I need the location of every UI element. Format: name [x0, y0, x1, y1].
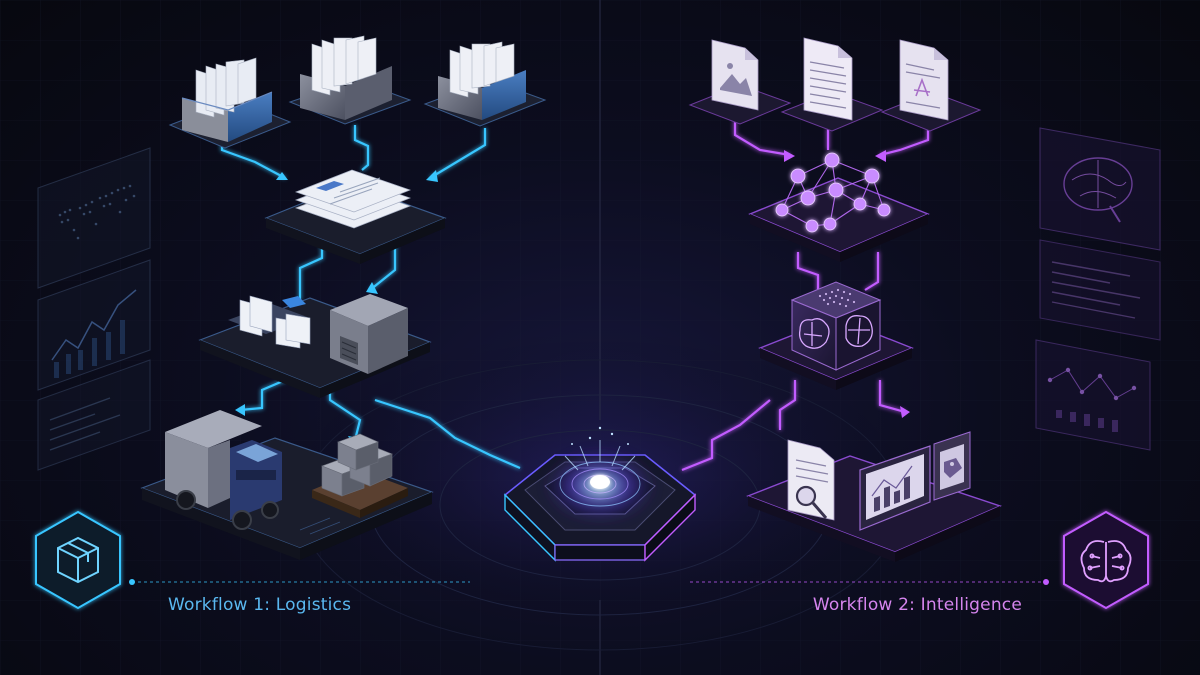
image-document-node [688, 39, 792, 125]
connector-docs-to-storage [369, 242, 397, 291]
connector-cube-to-analysis [778, 380, 797, 430]
data-list-panel [37, 359, 151, 471]
brain-circuit-icon [798, 315, 873, 349]
connector-to-hub-right [681, 399, 771, 472]
brain-scan-panel [1039, 127, 1161, 251]
code-text-panel [1039, 239, 1161, 341]
workflow-logistics-label: Workflow 1: Logistics [168, 595, 352, 615]
central-hub [503, 426, 697, 562]
connector-docs-to-sorting [298, 242, 324, 300]
connector-to-hub-left [374, 398, 521, 470]
logistics-hex-badge [35, 510, 121, 610]
folder-cabinet-2 [288, 35, 412, 125]
logistics-label-rule [129, 579, 470, 585]
analysis-dashboard-node [746, 431, 1002, 562]
connector-doc3-to-network [879, 128, 930, 157]
connector-folder2-to-docs [353, 125, 370, 171]
text-document-node [780, 37, 884, 132]
workflow-intelligence-label: Workflow 2: Intelligence [812, 595, 1022, 615]
package-icon [57, 536, 99, 584]
sorting-storage-node [198, 294, 432, 398]
tag-card [933, 431, 971, 501]
intelligence-connectors [681, 120, 930, 472]
connector-folder3-to-docs [429, 128, 487, 179]
connector-cube-to-dashboard [878, 380, 906, 414]
bar-chart-screen [859, 445, 931, 531]
pdf-document-node [880, 39, 982, 132]
intelligence-label-rule [690, 579, 1049, 585]
connector-network-to-cube-left [796, 252, 820, 295]
document-stack-node [264, 169, 447, 264]
brain-icon [1080, 540, 1132, 583]
storage-crate [330, 294, 408, 374]
search-report-document [787, 439, 835, 521]
connector-doc1-to-network [733, 120, 791, 157]
intelligence-connector-arrows [784, 150, 910, 418]
intelligence-hex-badge [1063, 510, 1149, 610]
folder-cabinet-1 [168, 57, 292, 149]
connector-network-to-cube-right [864, 252, 880, 291]
network-graph-panel [1035, 339, 1151, 451]
delivery-node [140, 410, 434, 560]
ai-processor-node [758, 281, 914, 390]
folder-cabinet-3 [423, 41, 547, 127]
pallet-boxes [312, 433, 408, 518]
neural-network-node [748, 152, 930, 262]
world-map-panel [37, 147, 151, 289]
magnifier-icon [795, 485, 817, 507]
delivery-truck [165, 410, 282, 530]
line-chart-panel [37, 259, 151, 391]
